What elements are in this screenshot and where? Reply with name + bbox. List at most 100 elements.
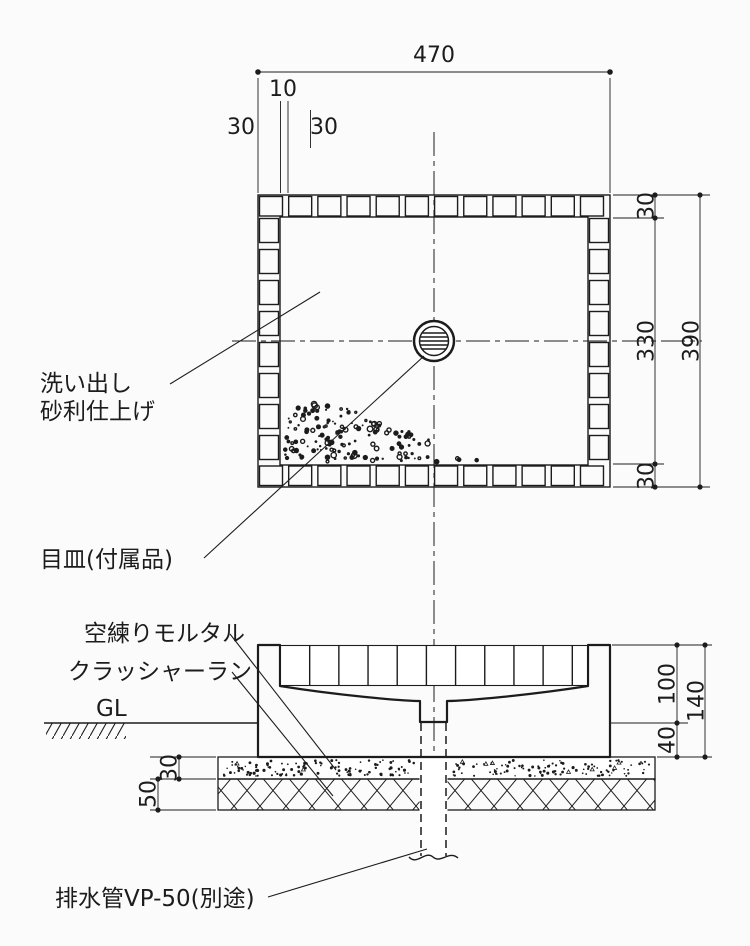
- stipple-dot: [297, 770, 301, 773]
- label-finish-line2: 砂利仕上げ: [40, 399, 155, 425]
- stipple-triangle: [459, 759, 466, 764]
- stipple-dot: [347, 769, 351, 773]
- stipple-dot: [246, 770, 250, 774]
- gravel-stone: [333, 422, 337, 425]
- stipple-dot: [379, 772, 383, 776]
- stipple-dot: [511, 759, 515, 762]
- stipple-dot: [270, 774, 274, 777]
- stipple-dot: [521, 764, 524, 768]
- stipple-dot: [638, 762, 641, 766]
- stipple-dot: [392, 760, 395, 762]
- stipple-dot: [462, 762, 466, 766]
- stipple-dot: [398, 774, 401, 777]
- gravel-stone: [324, 424, 328, 428]
- gravel-stone: [413, 457, 416, 460]
- gravel-stone: [292, 412, 298, 418]
- gravel-stone: [403, 451, 408, 457]
- dim-width-text: 470: [413, 43, 455, 68]
- border-block: [346, 465, 371, 487]
- border-block: [375, 195, 400, 217]
- stipple-dot: [563, 767, 566, 770]
- stipple-dot: [337, 761, 341, 765]
- stipple-dot: [475, 763, 478, 765]
- stipple-dot: [348, 767, 352, 770]
- stipple-triangle: [611, 765, 618, 770]
- gravel-stone: [397, 434, 402, 439]
- border-block: [588, 279, 610, 306]
- label-crusher-run: クラッシャーラン: [68, 659, 252, 685]
- stipple-dot: [302, 765, 305, 768]
- gravel-stone: [433, 458, 440, 465]
- dim-crusher-text: 50: [137, 780, 162, 808]
- gravel-stone: [324, 408, 328, 411]
- stipple-dot: [237, 766, 241, 770]
- dim-end-dot: [697, 484, 703, 490]
- border-block: [492, 195, 517, 217]
- gravel-stone: [310, 427, 316, 433]
- gravel-stone: [319, 432, 325, 438]
- gravel-stone: [290, 448, 296, 454]
- stipple-dot: [407, 759, 411, 762]
- stipple-dot: [548, 765, 550, 768]
- stipple-dot: [262, 768, 266, 772]
- stipple-dot: [647, 763, 651, 766]
- stipple-dot: [319, 764, 322, 767]
- border-block: [588, 310, 610, 337]
- stipple-dot: [472, 765, 475, 769]
- border-block: [258, 403, 280, 430]
- gravel-stone: [284, 455, 290, 461]
- stipple-dot: [559, 773, 562, 776]
- stipple-dot: [643, 768, 645, 771]
- stipple-dot: [382, 759, 384, 761]
- stipple-dot: [335, 772, 339, 775]
- border-block: [346, 195, 371, 217]
- stipple-dot: [507, 760, 511, 764]
- dim-plan-right: 30 330 30 390: [613, 192, 710, 490]
- stipple-dot: [560, 761, 563, 764]
- gravel-stone: [427, 438, 430, 442]
- border-block: [258, 341, 280, 368]
- stipple-dot: [489, 771, 492, 774]
- stipple-dot: [376, 763, 379, 766]
- stipple-dot: [349, 772, 352, 775]
- block-border: [258, 195, 610, 487]
- gravel-stone: [355, 425, 362, 432]
- stipple-dot: [504, 763, 507, 766]
- border-block: [404, 195, 430, 217]
- border-block: [258, 279, 280, 306]
- stipple-dot: [248, 773, 252, 777]
- gravel-stone: [304, 427, 310, 433]
- gravel-stone: [286, 439, 291, 444]
- stipple-dot: [587, 767, 590, 770]
- stipple-dot: [518, 764, 521, 768]
- gravel-stone: [315, 424, 322, 430]
- dim-end-dot: [607, 69, 613, 75]
- dim-end-dot: [702, 754, 708, 760]
- stipple-dot: [314, 761, 318, 765]
- stipple-dot: [389, 766, 393, 770]
- dim-end-dot: [674, 720, 680, 726]
- gravel-stone: [337, 449, 341, 454]
- ground-hatch: [46, 723, 126, 739]
- gravel-stone: [328, 439, 335, 446]
- leader-mortar: [229, 633, 337, 771]
- gravel-stone: [375, 427, 380, 432]
- gravel-stone: [314, 415, 320, 421]
- mortar-stipple: [222, 759, 651, 778]
- gravel-stone: [396, 441, 402, 447]
- gravel-stone: [283, 447, 288, 452]
- stipple-dot: [623, 772, 626, 775]
- dim-mortar-text: 30: [158, 754, 183, 782]
- stipple-triangle: [565, 769, 572, 774]
- gravel-stone: [314, 440, 318, 443]
- stipple-dot: [581, 772, 584, 775]
- stipple-dot: [544, 766, 547, 769]
- gravel-stone: [354, 410, 358, 414]
- gravel-stone: [347, 442, 351, 446]
- stipple-dot: [402, 768, 407, 772]
- gravel-stone: [340, 442, 344, 447]
- border-block: [404, 465, 430, 487]
- gravel-stone: [474, 457, 479, 463]
- stipple-dot: [276, 772, 279, 776]
